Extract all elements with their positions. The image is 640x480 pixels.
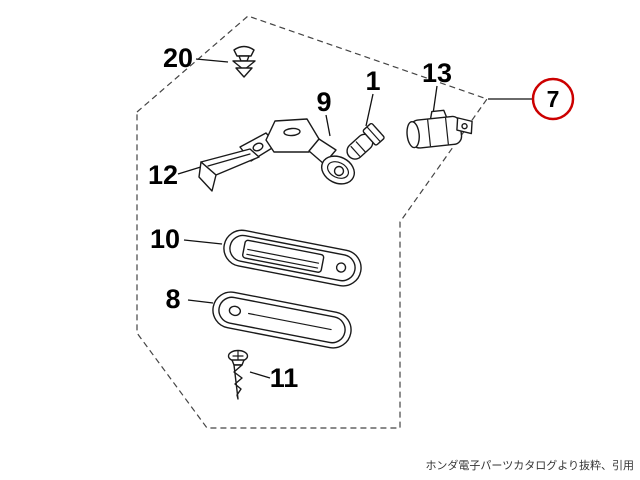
part-label-12: 12 (148, 160, 178, 190)
leader-line-11 (249, 371, 271, 379)
callout-number: 7 (547, 86, 560, 112)
part-10-housing (223, 229, 362, 287)
part-12-bracket (198, 148, 260, 192)
part-label-11: 11 (270, 363, 299, 393)
part-8-lens (212, 291, 352, 349)
part-label-10: 10 (150, 224, 180, 254)
part-1-bulb (346, 122, 385, 160)
leader-line-20 (195, 58, 229, 63)
part-13-socket (406, 109, 473, 149)
catalog-credit-text: ホンダ電子パーツカタログより抜粋、引用 (425, 458, 634, 472)
part-label-8: 8 (165, 284, 180, 314)
leader-line-8 (187, 299, 214, 304)
part-label-9: 9 (316, 87, 331, 117)
leader-line-13 (432, 85, 438, 115)
part-9-bracket (239, 118, 356, 185)
part-20-clip (232, 45, 256, 78)
part-11-screw (227, 349, 249, 400)
part-label-1: 1 (365, 66, 380, 96)
assembly-callout-7: 7 (531, 77, 575, 121)
callout-circle (531, 77, 575, 121)
leader-line-10 (183, 239, 223, 245)
part-label-13: 13 (422, 58, 452, 88)
part-label-20: 20 (163, 43, 193, 73)
leader-line-1 (365, 93, 374, 127)
boundary-dashed-outline (136, 15, 488, 429)
leader-line-9 (325, 114, 331, 137)
